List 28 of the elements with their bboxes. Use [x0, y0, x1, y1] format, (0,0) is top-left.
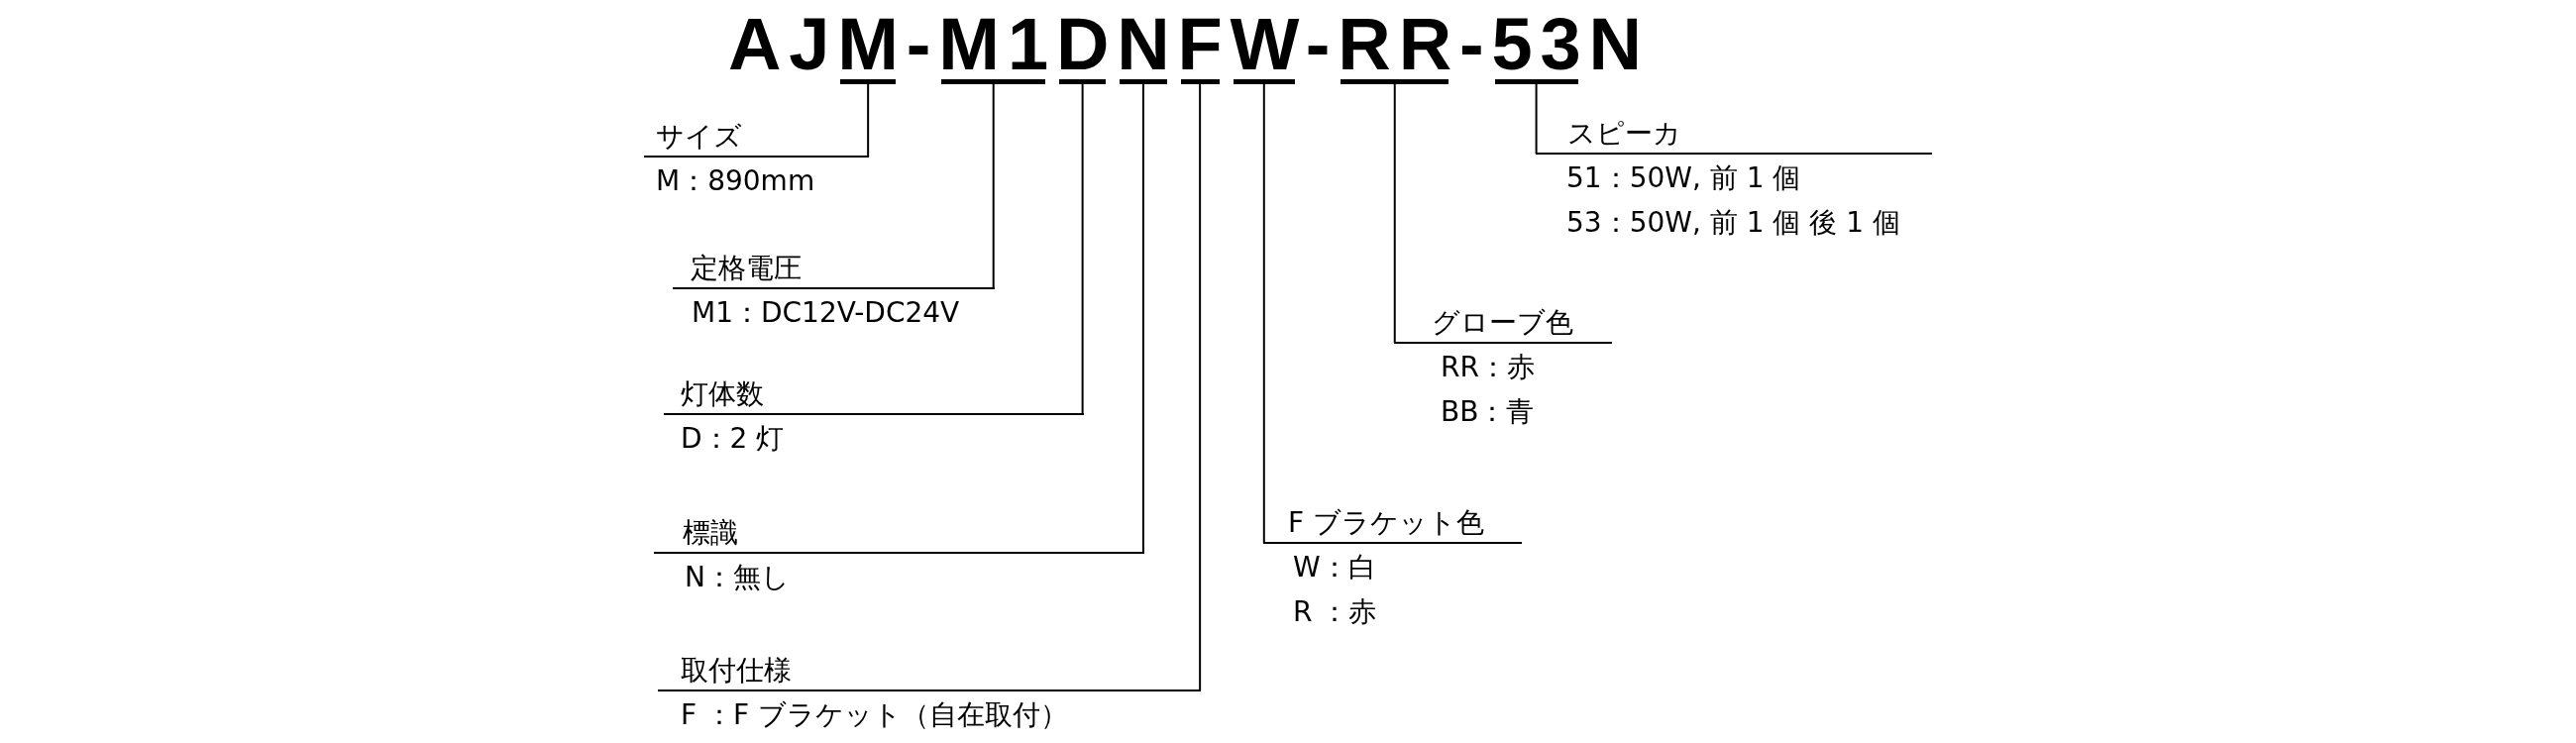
heading-text: グローブ色: [1432, 305, 1573, 341]
option-text: RR：赤: [1441, 350, 1535, 385]
option-text: W：白: [1293, 550, 1376, 585]
heading-text: 灯体数: [681, 376, 764, 412]
heading-text: サイズ: [656, 119, 742, 155]
option-text: F ：F ブラケット（自在取付）: [681, 697, 1068, 733]
heading-text: スピーカ: [1567, 116, 1681, 152]
option-text: D：2 灯: [681, 421, 785, 457]
underline-bar: [1058, 79, 1107, 84]
underline-bar: [941, 79, 1046, 84]
heading-text: 定格電圧: [691, 251, 802, 286]
underline-bar: [1233, 79, 1295, 84]
option-text: N：無し: [685, 560, 790, 595]
option-text: M1：DC12V-DC24V: [692, 295, 960, 331]
option-text: 51：50W, 前 1 個: [1566, 160, 1801, 196]
underline-bar: [1120, 79, 1167, 84]
heading-text: F ブラケット色: [1288, 505, 1484, 541]
option-text: 53：50W, 前 1 個 後 1 個: [1566, 205, 1900, 241]
underline-bar: [840, 79, 896, 84]
heading-text: 取付仕様: [681, 653, 792, 689]
heading-text: 標識: [683, 515, 738, 551]
underline-bar: [1180, 79, 1220, 84]
underline-bar: [1494, 79, 1578, 84]
underline-bar: [1341, 79, 1449, 84]
option-text: M：890mm: [656, 163, 815, 199]
option-text: BB：青: [1441, 394, 1535, 430]
model-code: AJM-M1DNFW-RR-53N: [728, 5, 1650, 84]
option-text: R ：赤: [1293, 594, 1377, 630]
